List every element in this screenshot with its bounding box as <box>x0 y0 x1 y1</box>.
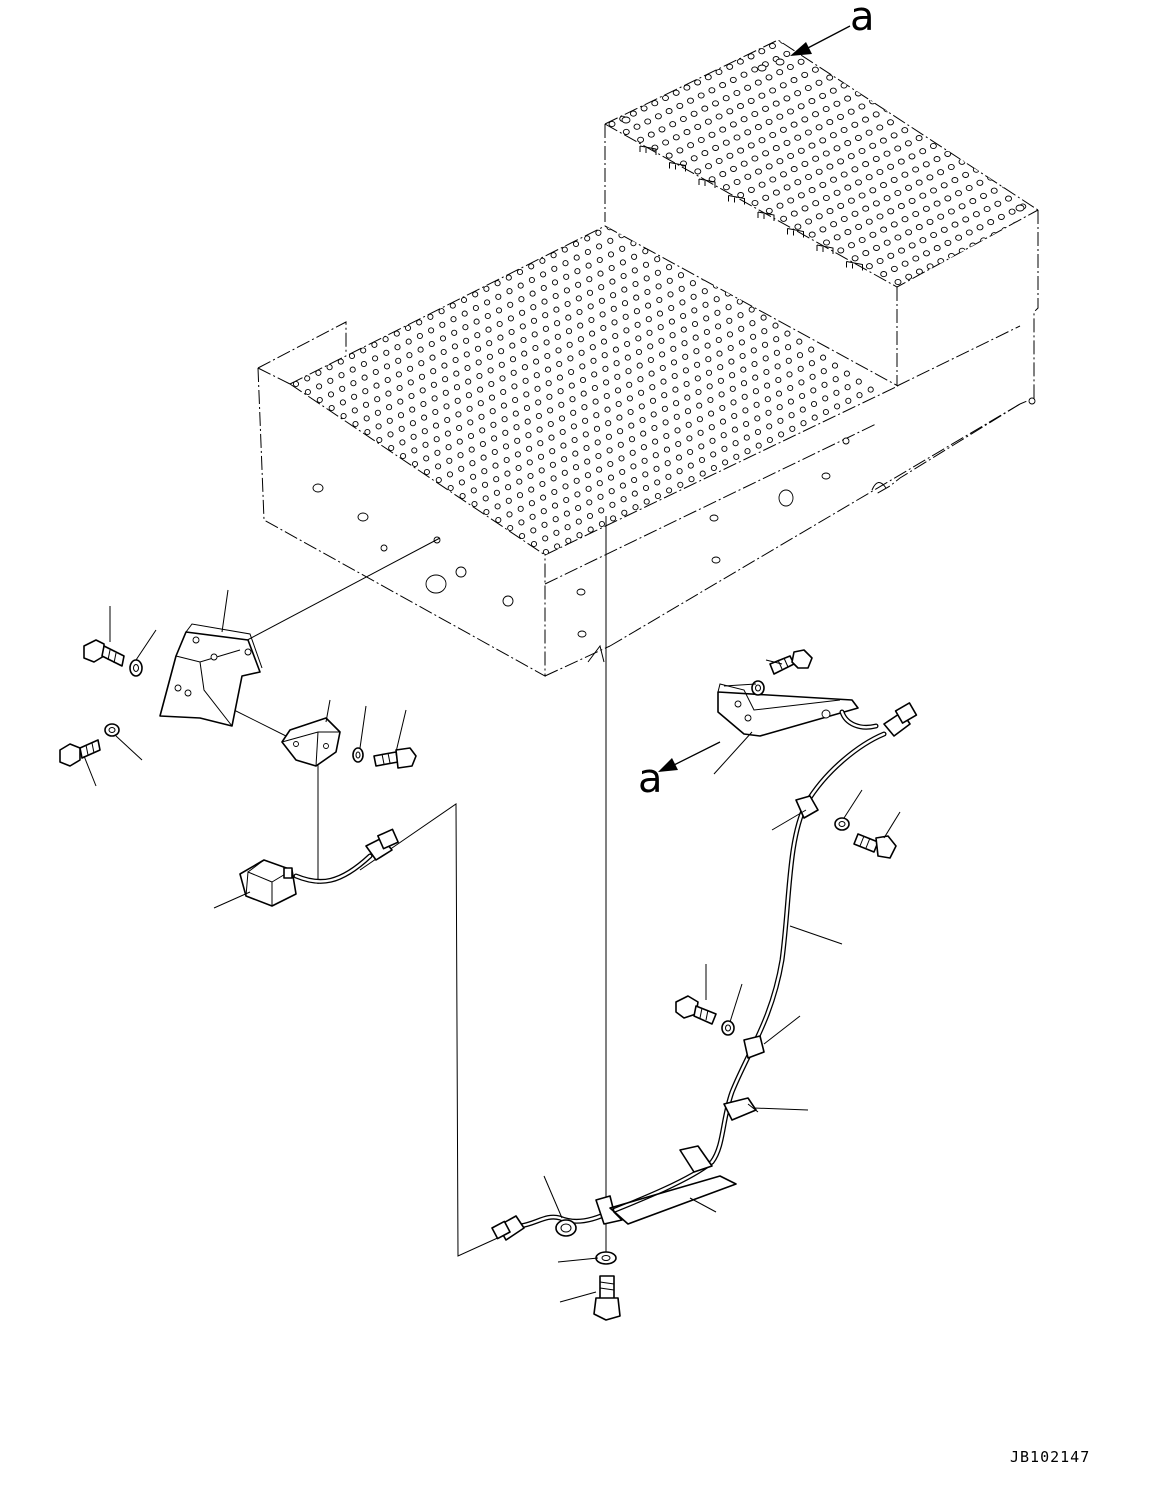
view-marker-a-side: a <box>638 756 663 802</box>
connector-lower-left <box>491 1215 525 1241</box>
bolt-lower-left <box>59 739 101 767</box>
view-arrow-top <box>790 25 851 56</box>
hose-clamp-4 <box>679 1145 713 1173</box>
hose-clamp-1 <box>795 795 819 819</box>
hose-clamp-3 <box>723 1097 759 1121</box>
view-arrow-side <box>658 741 721 772</box>
mounting-bracket <box>159 623 263 727</box>
bolt-upper-left <box>83 639 125 667</box>
view-marker-a-top: a <box>850 0 875 40</box>
washer-bottom <box>595 1251 617 1265</box>
washer-upper-left <box>129 659 143 677</box>
callout-leaders <box>83 589 901 1303</box>
washer-lower-left <box>104 723 120 737</box>
washer-right-lower <box>721 1020 735 1036</box>
bolt-right-mid <box>853 833 897 859</box>
connector-left <box>365 828 399 861</box>
front-face-holes <box>312 58 1036 638</box>
connector-upper-right <box>883 702 918 737</box>
drawing-number: JB102147 <box>1010 1448 1090 1466</box>
sensor-unit <box>239 859 297 907</box>
grommet <box>555 1219 577 1237</box>
bolt-upper-right <box>769 649 813 675</box>
stay-plate <box>717 683 859 737</box>
hose-clamp-2 <box>743 1035 765 1059</box>
washer-right-mid <box>834 817 850 831</box>
upper-box-perforations <box>608 40 1038 286</box>
small-bracket <box>281 717 341 767</box>
upper-box-slots <box>639 145 863 271</box>
protective-sheet <box>609 1175 737 1225</box>
sensor-cable <box>293 853 373 884</box>
washer-mid <box>352 747 364 763</box>
bolt-right-lower <box>675 995 717 1025</box>
bolt-mid <box>373 747 417 769</box>
bolt-bottom <box>593 1275 621 1321</box>
assembly-lines <box>225 516 607 1262</box>
main-top-perforations <box>292 226 898 555</box>
washer-upper-right <box>751 680 765 696</box>
